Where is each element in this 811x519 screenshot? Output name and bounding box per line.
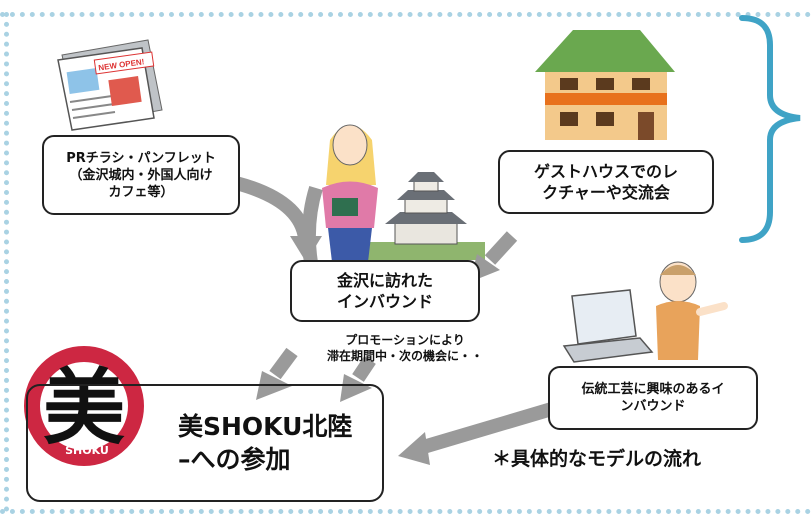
goal-box: 美SHOKU北陸 –への参加 [26,384,384,502]
house-icon [535,30,675,140]
guesthouse-box: ゲストハウスでのレ クチャーや交流会 [498,150,714,214]
logo-kanji: 美 [43,360,125,456]
promotion-note: プロモーションにより 滞在期間中・次の機会に・・ [326,333,483,363]
model-flow-caption: ＊具体的なモデルの流れ [492,448,702,470]
arrow-promo-to-goal [352,356,376,382]
arrow-crafts-to-goal [418,401,557,455]
tourist-woman-icon [322,124,378,262]
castle-icon [365,172,485,260]
laptop-icon [562,289,654,363]
guesthouse-label: ゲストハウスでのレ クチャーや交流会 [533,162,678,202]
newspaper-icon [57,39,163,131]
arrow-visitor-to-goal-left [269,347,298,380]
frame-bottom-border [0,509,811,514]
frame-top-border [0,12,811,17]
bishoku-logo: 美 SHOKU [24,346,144,466]
crafts-label: 伝統工芸に興味のあるイ ンバウンド [581,382,725,414]
crafts-box: 伝統工芸に興味のあるイ ンバウンド [548,366,758,430]
frame-left-border [4,12,9,512]
goal-label: 美SHOKU北陸 –への参加 [178,412,353,474]
visitor-label: 金沢に訪れた インバウンド [336,271,433,311]
arrow-guesthouse-to-visitor [484,231,518,265]
arrow-flyer-to-visitor [234,176,312,240]
logo-text: SHOKU [65,444,109,457]
old-man-icon [656,261,728,360]
flyer-box: PRチラシ・パンフレット （金沢城内・外国人向け カフェ等） [42,135,240,215]
visitor-box: 金沢に訪れた インバウンド [290,260,480,322]
right-curly-brace [739,15,801,243]
flyer-label: PRチラシ・パンフレット （金沢城内・外国人向け カフェ等） [66,150,216,200]
